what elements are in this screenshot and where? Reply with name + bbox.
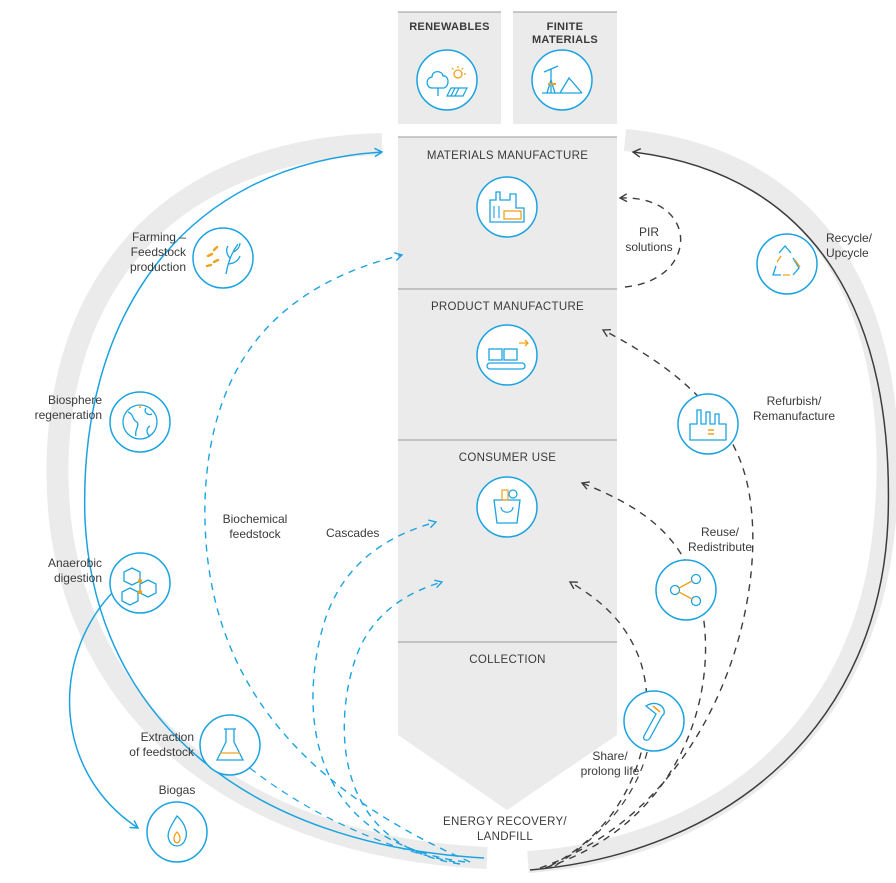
globe-icon — [109, 391, 171, 453]
renewables-label: RENEWABLES — [409, 21, 490, 33]
pir-line2: solutions — [625, 240, 673, 254]
finite-line1: FINITE — [546, 21, 584, 33]
product-manufacture-label: PRODUCT MANUFACTURE — [430, 301, 585, 313]
wheat-seeds-icon — [192, 227, 254, 289]
pumpjack-mountain-icon — [531, 49, 593, 111]
reuse-arrow — [544, 481, 707, 869]
cascades-label: Cascades — [326, 526, 380, 540]
farming-line3: production — [129, 260, 186, 274]
center-panel — [398, 137, 617, 810]
pir-solutions-label: PIR solutions — [614, 225, 684, 255]
refurbish-arrow — [539, 328, 754, 869]
consumer-use-label: CONSUMER USE — [458, 452, 557, 464]
biochemical-feedstock-label: Biochemical feedstock — [205, 512, 305, 542]
biochemical-line1: Biochemical — [222, 512, 288, 526]
anaerobic-line2: digestion — [53, 571, 102, 585]
tree-sun-solar-icon — [416, 49, 478, 111]
share-line2: prolong life — [580, 764, 640, 778]
cascade-arrow-2 — [343, 579, 461, 865]
reuse-line1: Reuse/ — [700, 525, 740, 539]
farming-line1: Farming – — [131, 230, 186, 244]
finite-line2: MATERIALS — [531, 34, 599, 46]
pir-line1: PIR — [638, 225, 659, 239]
cascade-arrow-1 — [312, 519, 466, 863]
right-ring — [527, 129, 896, 873]
share-dashed-extra — [554, 739, 651, 867]
wrench-icon — [623, 690, 685, 752]
recycle-icon — [756, 233, 818, 295]
flame-icon — [146, 801, 208, 863]
share-line1: Share/ — [592, 749, 628, 763]
share-label: Share/ prolong life — [562, 749, 658, 779]
biosphere-cycle-line — [83, 147, 485, 859]
energy-line1: ENERGY RECOVERY/ — [443, 816, 567, 828]
conveyor-boxes-icon — [476, 324, 538, 386]
anaerobic-line1: Anaerobic — [47, 556, 102, 570]
recycle-line1: Recycle/ — [826, 231, 873, 245]
biochemical-feedstock-arrow — [204, 252, 471, 863]
energy-recovery-label: ENERGY RECOVERY/ LANDFILL — [410, 815, 600, 845]
biosphere-line1: Biosphere — [47, 393, 102, 407]
farming-line2: Feedstock — [130, 245, 186, 259]
anaerobic-label: Anaerobic digestion — [48, 556, 102, 586]
biosphere-label: Biosphere regeneration — [35, 393, 102, 423]
factory-icon — [476, 176, 538, 238]
molecule-icon — [109, 552, 171, 614]
flask-icon — [199, 714, 261, 776]
extraction-label: Extraction of feedstock — [129, 730, 194, 760]
finite-materials-label: FINITE MATERIALS — [513, 21, 617, 47]
share-nodes-icon — [655, 559, 717, 621]
materials-manufacture-label: MATERIALS MANUFACTURE — [426, 150, 589, 162]
refurbish-label: Refurbish/ Remanufacture — [736, 394, 852, 424]
biosphere-line2: regeneration — [34, 408, 102, 422]
recycle-upcycle-label: Recycle/ Upcycle — [826, 231, 872, 261]
farming-label: Farming – Feedstock production — [130, 230, 186, 275]
factory-chimney-icon — [677, 393, 739, 455]
refurbish-line1: Refurbish/ — [766, 394, 822, 408]
collection-label: COLLECTION — [469, 654, 546, 666]
reuse-label: Reuse/ Redistribute — [668, 525, 772, 555]
share-arrow — [549, 581, 648, 867]
reuse-line2: Redistribute — [687, 540, 753, 554]
left-ring — [46, 133, 488, 869]
refurbish-line2: Remanufacture — [752, 409, 836, 423]
extraction-line2: of feedstock — [129, 745, 194, 759]
pir-loop-arrow — [618, 193, 682, 288]
energy-line2: LANDFILL — [476, 831, 534, 843]
technical-cycle-line — [529, 148, 890, 871]
biogas-label: Biogas — [158, 783, 196, 797]
extraction-line1: Extraction — [140, 730, 194, 744]
biogas-arrow — [68, 584, 140, 829]
shopping-bag-icon — [476, 476, 538, 538]
biochemical-line2: feedstock — [229, 527, 281, 541]
recycle-line2: Upcycle — [826, 246, 869, 260]
extraction-dashed-1 — [239, 759, 456, 863]
